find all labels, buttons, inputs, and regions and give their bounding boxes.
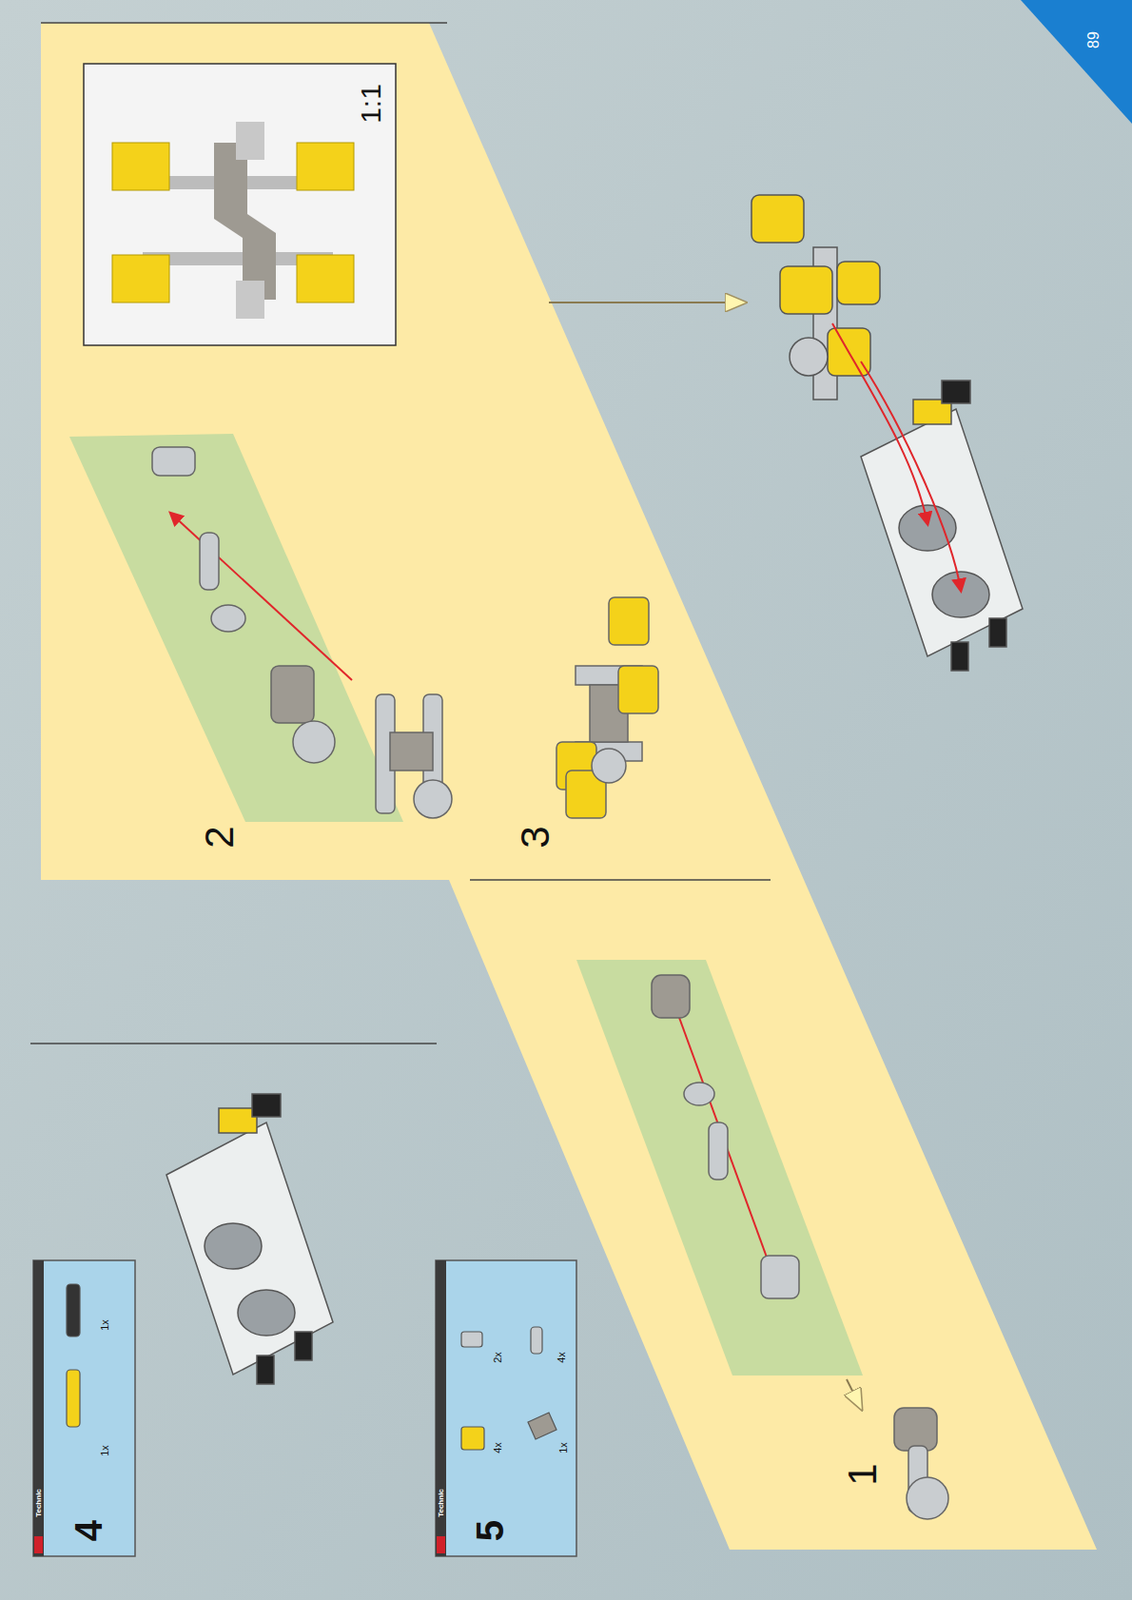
step-number: 1 <box>842 1463 883 1485</box>
step-number: 5 <box>470 1520 509 1542</box>
quantity-label: 4x <box>492 1442 504 1454</box>
brand-label: Technic <box>35 1488 43 1518</box>
brand-label: Technic <box>437 1488 446 1518</box>
step-number: 3 <box>515 825 556 848</box>
scale-label: 1:1 <box>356 83 386 124</box>
quantity-label: 1x <box>558 1442 569 1454</box>
quantity-label: 1x <box>99 1319 111 1331</box>
quantity-label: 1x <box>99 1444 111 1457</box>
step-number: 2 <box>199 825 240 848</box>
parts-box: 4 Technic 1x 1x <box>33 1260 136 1557</box>
quantity-label: 2x <box>492 1351 504 1364</box>
step-number: 4 <box>69 1520 108 1542</box>
quantity-label: 4x <box>556 1351 567 1364</box>
parts-box: 5 Technic 2x 4x 4x 1x <box>435 1260 577 1557</box>
scale-box: 1:1 <box>83 63 396 346</box>
page-number: 89 <box>1086 31 1102 49</box>
